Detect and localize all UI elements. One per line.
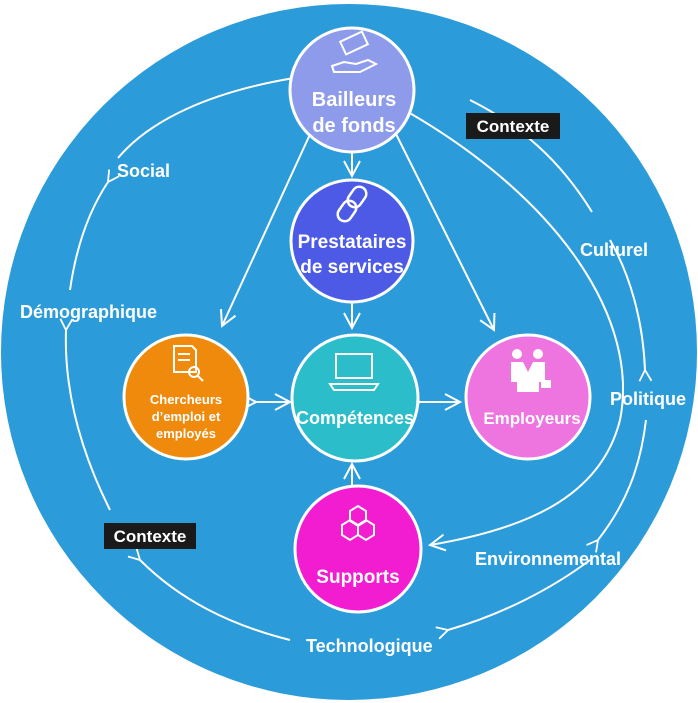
funders-to-employers-arrow (393, 129, 494, 330)
node-skills: Compétences (290, 333, 420, 463)
badge-top-bg (466, 113, 560, 139)
node-seekers: Chercheurs d’emploi et employés (122, 333, 250, 461)
employers-circle (464, 333, 592, 461)
skills-circle (290, 333, 420, 463)
cycle-arc-bottom (435, 559, 591, 640)
providers-label-line2: de services (300, 257, 404, 278)
supports-circle (293, 484, 423, 614)
seekers-label-line3: employés (156, 426, 216, 441)
badge-bottom-text: Contexte (114, 527, 187, 546)
context-badge-top: Contexte (466, 113, 560, 139)
label-technologique: Technologique (306, 636, 433, 656)
label-culturel: Culturel (580, 240, 648, 260)
cycle-arc-left-upper (69, 169, 120, 291)
node-employers: Employeurs (464, 333, 592, 461)
employers-label: Employeurs (483, 409, 580, 428)
cycle-arc-right-lower (586, 419, 647, 553)
funders-to-seekers-arrow (222, 129, 313, 326)
badge-top-text: Contexte (477, 117, 550, 136)
document-search-icon (173, 345, 204, 382)
money-hand-icon (330, 30, 379, 73)
link-icon (336, 185, 368, 223)
node-providers: Prestataires de services (289, 178, 415, 304)
node-funders: Bailleurs de fonds (288, 26, 416, 154)
label-environnemental: Environnemental (475, 549, 621, 569)
label-social: Social (117, 161, 170, 181)
cycle-arc-right-upper (469, 99, 593, 213)
connectors (222, 111, 625, 545)
badge-bottom-bg (104, 523, 196, 549)
label-politique: Politique (610, 389, 686, 409)
laptop-icon (328, 353, 380, 391)
cycle-arc-left (59, 318, 111, 511)
funders-label-line2: de fonds (312, 115, 395, 137)
node-supports: Supports (293, 484, 423, 614)
hexagon-network-icon (341, 504, 375, 542)
providers-circle (289, 178, 415, 304)
handshake-icon (511, 349, 551, 392)
cycle-arc-right (609, 239, 653, 382)
context-badge-bottom: Contexte (104, 523, 196, 549)
providers-label-line1: Prestataires (298, 232, 407, 253)
seekers-circle (122, 333, 250, 461)
cycle-arc-left-lower (127, 547, 291, 641)
supports-label: Supports (316, 567, 399, 588)
funders-to-supports-curve (407, 111, 625, 545)
context-cycle (59, 77, 653, 641)
seekers-label-line2: d’emploi et (152, 409, 221, 424)
funders-circle (288, 26, 416, 154)
cycle-arc-top (117, 77, 295, 159)
skills-label: Compétences (296, 408, 414, 428)
label-demographique: Démographique (20, 302, 157, 322)
seekers-label-line1: Chercheurs (150, 392, 222, 407)
funders-label-line1: Bailleurs (312, 89, 396, 111)
